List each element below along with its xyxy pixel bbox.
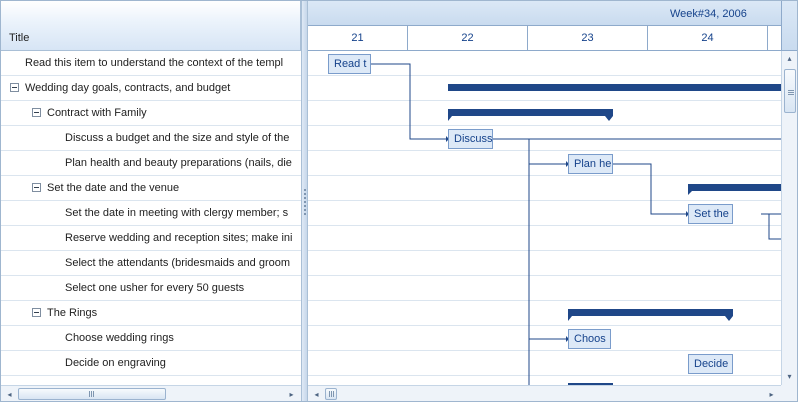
dependency-lines xyxy=(369,63,781,385)
summary-bar-next xyxy=(568,383,613,385)
day-header: 23 xyxy=(528,26,648,51)
task-title: Contract with Family xyxy=(47,107,147,119)
splitter-grip-icon xyxy=(304,189,306,217)
grid-row[interactable]: Set the date and the venue xyxy=(1,176,301,201)
arrowhead-icon xyxy=(446,136,449,142)
day-band: 21 22 23 24 xyxy=(308,26,781,51)
task-bar-plan[interactable]: Plan he xyxy=(568,154,613,174)
timeline-row xyxy=(308,226,781,251)
vertical-scrollbar[interactable]: ▴ ▾ xyxy=(781,51,797,385)
grid-row[interactable]: Set the date in meeting with clergy memb… xyxy=(1,201,301,226)
scroll-down-icon[interactable]: ▾ xyxy=(787,372,792,381)
grid-horizontal-scrollbar[interactable]: ◂ ▸ xyxy=(1,385,301,401)
title-column-header[interactable]: Title xyxy=(9,32,30,44)
grid-row[interactable]: Discuss a budget and the size and style … xyxy=(1,126,301,151)
task-title: The Rings xyxy=(47,307,98,319)
summary-bar-contract xyxy=(448,109,613,121)
grid-row[interactable]: Contract with Family xyxy=(1,101,301,126)
week-band: Week#34, 2006 xyxy=(308,1,781,26)
timeline-row xyxy=(308,276,781,301)
timeline-row xyxy=(308,126,781,151)
collapse-icon[interactable] xyxy=(32,183,41,192)
timeline-horizontal-scrollbar[interactable]: ◂ ▸ xyxy=(308,385,781,401)
link-read-to-discuss xyxy=(369,63,446,140)
summary-bar-venue xyxy=(688,184,781,195)
grid-row[interactable]: Choose wedding rings xyxy=(1,326,301,351)
grid-row[interactable]: Select one usher for every 50 guests xyxy=(1,276,301,301)
collapse-icon[interactable] xyxy=(32,108,41,117)
timeline-row xyxy=(308,51,781,76)
task-title: Plan health and beauty preparations (nai… xyxy=(65,157,292,169)
scroll-right-icon[interactable]: ▸ xyxy=(769,390,774,399)
grid-row[interactable]: Read this item to understand the context… xyxy=(1,51,301,76)
task-bar-choose[interactable]: Choos xyxy=(568,329,611,349)
task-title: Reserve wedding and reception sites; mak… xyxy=(65,232,293,244)
timeline-row xyxy=(308,251,781,276)
week-label: Week#34, 2006 xyxy=(670,8,747,20)
summary-bars xyxy=(448,84,781,385)
task-bar-read[interactable]: Read t xyxy=(328,54,371,74)
grid-row[interactable]: Reserve wedding and reception sites; mak… xyxy=(1,226,301,251)
timeline-area: Week#34, 2006 21 22 23 24 xyxy=(308,1,781,385)
scrollbar-corner xyxy=(781,385,797,401)
summary-bar-wedding xyxy=(448,84,781,91)
arrowhead-icon xyxy=(566,336,569,342)
timeline-row xyxy=(308,326,781,351)
grid-splitter[interactable] xyxy=(301,1,308,401)
scroll-left-icon[interactable]: ◂ xyxy=(314,390,319,399)
task-title: Select one usher for every 50 guests xyxy=(65,282,245,294)
arrowheads xyxy=(446,136,689,342)
task-title: Set the date in meeting with clergy memb… xyxy=(65,207,289,219)
gantt-connectors xyxy=(369,63,781,385)
arrowhead-icon xyxy=(686,211,689,217)
grid-row[interactable]: Plan health and beauty preparations (nai… xyxy=(1,151,301,176)
scroll-left-icon[interactable]: ◂ xyxy=(7,390,12,399)
grid-row[interactable]: Wedding day goals, contracts, and budget xyxy=(1,76,301,101)
link-plan-to-set xyxy=(613,163,686,215)
task-title: Read this item to understand the context… xyxy=(25,57,284,69)
grid-header: Title xyxy=(1,1,301,51)
grid-row[interactable]: The Rings xyxy=(1,301,301,326)
timeline-row xyxy=(308,101,781,126)
timeline-row xyxy=(308,176,781,201)
collapse-icon[interactable] xyxy=(10,83,19,92)
collapse-icon[interactable] xyxy=(32,308,41,317)
task-title: Set the date and the venue xyxy=(47,182,180,194)
day-header: 22 xyxy=(408,26,528,51)
day-header: 21 xyxy=(308,26,408,51)
scroll-header-cap xyxy=(781,1,797,51)
summary-bar-rings xyxy=(568,309,733,321)
task-title: Decide on engraving xyxy=(65,357,166,369)
scroll-right-icon[interactable]: ▸ xyxy=(289,390,294,399)
task-title: Select the attendants (bridesmaids and g… xyxy=(65,257,291,269)
task-title: Discuss a budget and the size and style … xyxy=(65,132,290,144)
task-title: Choose wedding rings xyxy=(65,332,174,344)
link-set-down xyxy=(768,214,781,240)
grid-row[interactable]: Decide on engraving xyxy=(1,351,301,376)
timeline-scroll-thumb[interactable] xyxy=(325,388,337,400)
task-bar-decide[interactable]: Decide xyxy=(688,354,733,374)
day-header: 24 xyxy=(648,26,768,51)
timeline-row xyxy=(308,151,781,176)
grid-row[interactable]: Select the attendants (bridesmaids and g… xyxy=(1,251,301,276)
task-bar-discuss[interactable]: Discuss xyxy=(448,129,493,149)
timeline-row xyxy=(308,76,781,101)
task-title: Wedding day goals, contracts, and budget xyxy=(25,82,231,94)
vertical-scroll-thumb[interactable] xyxy=(784,69,796,113)
timeline-row xyxy=(308,351,781,376)
timeline-row xyxy=(308,201,781,226)
scroll-up-icon[interactable]: ▴ xyxy=(787,54,792,63)
timeline-row xyxy=(308,301,781,326)
arrowhead-icon xyxy=(566,161,569,167)
task-bar-set-date[interactable]: Set the xyxy=(688,204,733,224)
task-grid: Title Read this item to understand the c… xyxy=(1,1,301,401)
grid-scroll-thumb[interactable] xyxy=(18,388,166,400)
